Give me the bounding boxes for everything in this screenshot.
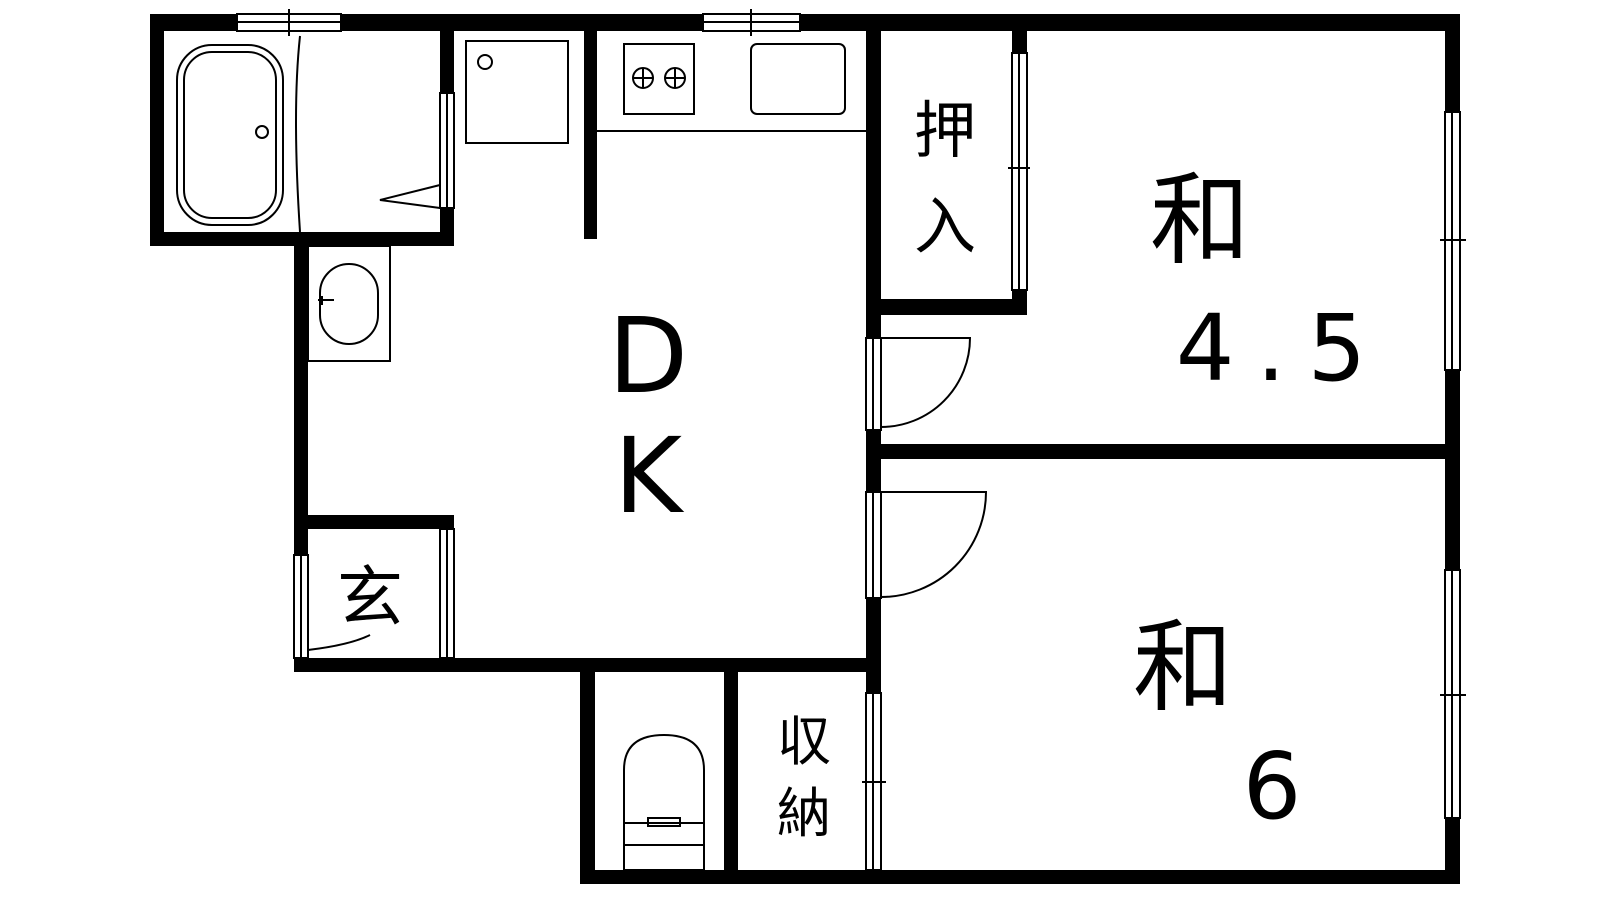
label-dk-k: K (614, 415, 685, 537)
label-room6-kanji: 和 (1133, 609, 1233, 726)
wall-bath-right-lower (440, 208, 454, 246)
wall-right-low (1445, 818, 1460, 884)
walls (150, 14, 1460, 884)
washing-machine (465, 40, 569, 144)
label-shuno-1: 収 (777, 710, 831, 773)
room-labels: D K 押 入 和 4.5 和 6 玄 収 納 (337, 94, 1388, 845)
wall-left-lower (294, 246, 308, 519)
wall-bath-bottom (150, 232, 454, 246)
wall-right-mid (1445, 370, 1460, 570)
label-shuno-2: 納 (777, 782, 831, 845)
wall-oshiire-right-bottom (1012, 290, 1027, 315)
windows (236, 9, 1466, 871)
wall-tatami-divider (881, 444, 1460, 459)
bathtub (176, 44, 284, 226)
wall-dk-right-top (866, 31, 881, 338)
label-room45-size: 4.5 (1176, 295, 1388, 402)
wall-bottom (580, 870, 1460, 884)
wall-dk-bottom (294, 658, 880, 672)
wall-bath-left (150, 14, 164, 246)
label-oshiire-1: 押 (914, 94, 976, 167)
wall-right-top (1445, 14, 1460, 112)
label-room45-kanji: 和 (1150, 162, 1250, 279)
wall-toilet-left (580, 672, 595, 884)
wall-oshiire-bottom (866, 299, 1026, 315)
wall-top (150, 14, 1460, 31)
wall-oshiire-right-top (1012, 31, 1027, 53)
stove (623, 43, 695, 115)
washbasin-counter (307, 245, 391, 362)
door-swing-genkan (307, 634, 371, 651)
door-swing-room6 (880, 491, 988, 598)
wall-wash-right (584, 31, 597, 239)
wall-toilet-right (724, 672, 738, 884)
kitchen-sink (750, 43, 846, 115)
wall-genkan-left (294, 515, 308, 555)
wall-genkan-top (294, 515, 454, 529)
toilet (623, 733, 705, 824)
label-genkan: 玄 (337, 559, 403, 636)
label-dk-d: D (608, 295, 688, 417)
wall-bath-right (440, 31, 454, 93)
label-oshiire-2: 入 (914, 190, 976, 263)
wall-dk-right-low (866, 598, 881, 693)
wall-dk-right-mid (866, 430, 881, 492)
washbasin (319, 263, 379, 345)
door-swing-room45 (880, 337, 972, 428)
door-swings (307, 337, 988, 651)
label-room6-size: 6 (1243, 733, 1302, 840)
fixtures (176, 35, 866, 871)
